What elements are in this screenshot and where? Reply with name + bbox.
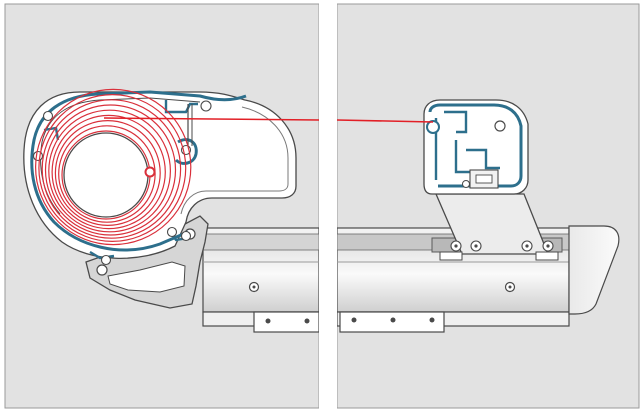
end-housing-bolt — [494, 120, 506, 132]
coil-turn — [38, 93, 187, 243]
profile-bracket — [164, 100, 198, 114]
profile-bolt — [42, 110, 54, 122]
profile-bolt — [166, 226, 178, 238]
cassette-profile — [30, 90, 247, 252]
fabric-coil — [34, 88, 192, 246]
left-rail-top-band — [202, 233, 320, 251]
bracket-bolt-center — [454, 244, 458, 248]
left-rail-screw-center — [252, 285, 256, 289]
coil-turn — [54, 119, 161, 227]
right-plate-hole — [429, 317, 435, 323]
left-laser-line — [103, 117, 320, 121]
bracket-bolt-center — [546, 244, 550, 248]
support-arm-cutout — [107, 261, 186, 293]
profile-bolt — [32, 150, 44, 162]
end-housing-bolt — [462, 180, 470, 188]
profile-bolt — [200, 100, 212, 112]
left-plate-hole — [304, 318, 310, 324]
left-plate-hole — [265, 318, 271, 324]
right-rail-screw-center — [508, 285, 512, 289]
coil-turn — [34, 88, 192, 246]
right-plate-hole — [390, 317, 396, 323]
coil-turn — [44, 104, 177, 236]
panel-divider — [319, 0, 337, 412]
profile-bolt — [180, 230, 192, 242]
profile-bolts — [32, 100, 212, 266]
end-housing-web — [454, 140, 500, 174]
coil-turn — [51, 114, 166, 230]
end-housing-motor-window — [475, 174, 493, 184]
right-laser-line — [336, 119, 434, 123]
rail-end-cap — [568, 225, 620, 315]
support-arm-pin — [96, 264, 108, 276]
roller-tube — [63, 132, 149, 218]
bracket-foot — [535, 251, 559, 261]
end-housing-profile — [428, 103, 523, 188]
bracket-foot — [439, 251, 463, 261]
bracket-bolt-center — [474, 244, 478, 248]
roller-axis — [144, 166, 156, 178]
cassette-inner-shell — [180, 106, 289, 215]
bracket-bolt-center — [525, 244, 529, 248]
right-plate-hole — [351, 317, 357, 323]
coil-turn — [41, 99, 182, 239]
profile-bolt — [100, 254, 112, 266]
left-rail-assembly — [202, 227, 320, 333]
end-housing-bolt — [426, 120, 440, 134]
coil-turn — [48, 109, 171, 233]
